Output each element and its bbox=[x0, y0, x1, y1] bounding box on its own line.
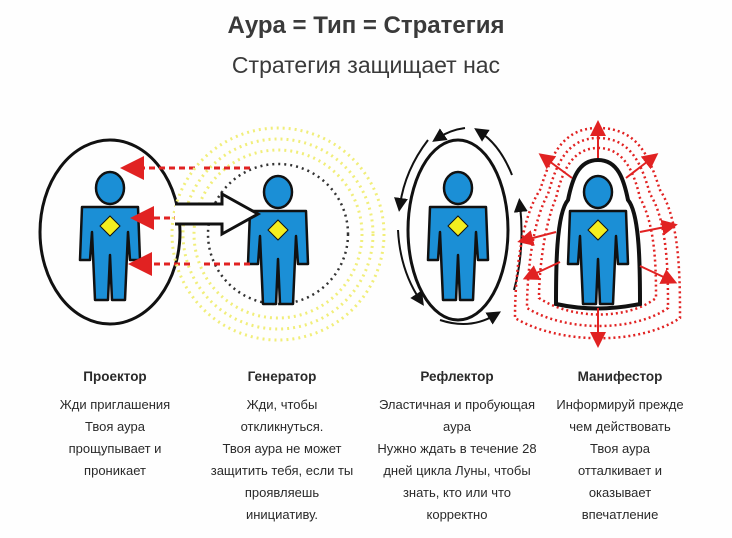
projector-to-generator-arrow bbox=[175, 191, 262, 237]
reflector-desc-line: корректно bbox=[426, 507, 488, 522]
manifestor-column: Манифестор Информируй прежде чем действо… bbox=[535, 366, 705, 526]
manifestor-desc-line: Твоя аура bbox=[590, 441, 650, 456]
projector-desc-line: Жди приглашения bbox=[59, 397, 171, 412]
generator-dotted-boundary bbox=[206, 162, 350, 306]
generator-desc-line: Твоя аура не может bbox=[222, 441, 342, 456]
projector-aura-outline bbox=[38, 138, 182, 326]
generator-figure-group bbox=[170, 126, 386, 342]
manifestor-figure-group bbox=[513, 120, 682, 348]
projector-red-arrows bbox=[120, 156, 195, 276]
generator-desc-line: защитить тебя, если ты bbox=[210, 463, 354, 478]
projector-column: Проектор Жди приглашения Твоя аура прощу… bbox=[30, 366, 200, 482]
page-title: Аура = Тип = Стратегия bbox=[227, 12, 505, 39]
generator-desc-line: инициативу. bbox=[245, 507, 318, 522]
generator-desc-line: откликнуться. bbox=[240, 419, 324, 434]
reflector-desc-line: аура bbox=[443, 419, 471, 434]
reflector-cycle-arrows bbox=[394, 127, 528, 325]
generator-yellow-aura bbox=[170, 126, 386, 342]
reflector-desc-line: дней цикла Луны, чтобы bbox=[383, 463, 531, 478]
projector-figure-group bbox=[38, 138, 195, 326]
reflector-name: Рефлектор bbox=[420, 369, 494, 384]
generator-name: Генератор bbox=[247, 369, 317, 384]
reflector-aura-outline bbox=[406, 138, 510, 322]
manifestor-desc-line: Информируй прежде bbox=[556, 397, 684, 412]
reflector-desc-line: Эластичная и пробующая bbox=[378, 397, 536, 412]
manifestor-push-arrows bbox=[517, 120, 678, 348]
projector-desc-line: прощупывает и bbox=[68, 441, 162, 456]
projector-desc-line: проникает bbox=[84, 463, 146, 478]
generator-desc-line: проявляешь bbox=[244, 485, 320, 500]
reflector-column: Рефлектор Эластичная и пробующая аура Ну… bbox=[372, 366, 542, 526]
projector-name: Проектор bbox=[83, 369, 147, 384]
reflector-desc-line: Нужно ждать в течение 28 bbox=[377, 441, 537, 456]
reflector-desc-line: знать, кто или что bbox=[402, 485, 512, 500]
manifestor-desc-line: оказывает bbox=[588, 485, 652, 500]
projector-person-icon bbox=[78, 170, 142, 302]
manifestor-name: Манифестор bbox=[577, 369, 663, 384]
reflector-person-icon bbox=[426, 170, 490, 302]
generator-desc-line: Жди, чтобы bbox=[246, 397, 318, 412]
page-subtitle: Стратегия защищает нас bbox=[231, 52, 501, 78]
manifestor-desc-line: впечатление bbox=[581, 507, 659, 522]
generator-column: Генератор Жди, чтобы откликнуться. Твоя … bbox=[197, 366, 367, 526]
projector-desc-line: Твоя аура bbox=[85, 419, 145, 434]
manifestor-desc-line: отталкивает и bbox=[577, 463, 663, 478]
manifestor-desc-line: чем действовать bbox=[569, 419, 671, 434]
generator-person-icon bbox=[246, 174, 310, 306]
reflector-figure-group bbox=[394, 127, 528, 325]
